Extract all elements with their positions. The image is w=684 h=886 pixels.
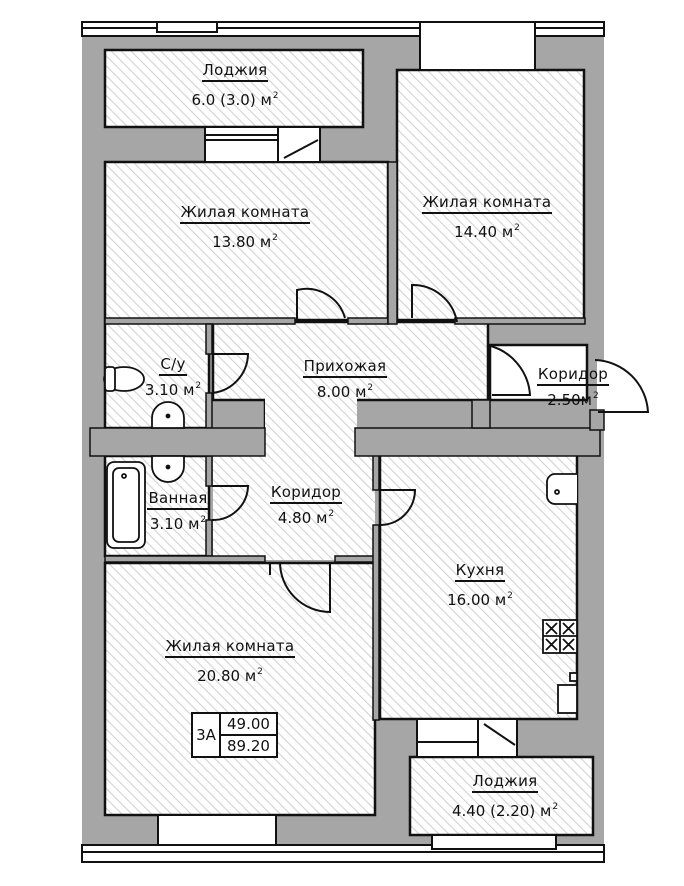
floor-kitchen <box>378 453 579 721</box>
apartment-code: 3A <box>193 714 221 756</box>
room-name: С/у <box>159 356 187 376</box>
door-living-room-1 <box>296 287 346 322</box>
room-area: 3.10 м2 <box>144 381 202 399</box>
sink-bath-icon <box>151 455 185 483</box>
toilet-icon <box>103 366 145 392</box>
room-label-kitchen: Кухня 16.00 м2 <box>425 560 535 609</box>
room-area: 14.40 м2 <box>454 223 520 241</box>
room-name: Жилая комната <box>164 638 296 658</box>
room-name: Лоджия <box>201 62 269 82</box>
floor-living-room-2 <box>395 68 586 322</box>
room-name: Коридор <box>269 484 343 504</box>
room-area: 3.10 м2 <box>149 515 207 533</box>
door-corridor-entry <box>486 344 532 396</box>
room-area: 20.80 м2 <box>197 667 263 685</box>
doors <box>211 283 650 614</box>
bathtub-icon <box>106 461 146 549</box>
room-label-living-room-2: Жилая комната 14.40 м2 <box>402 192 572 241</box>
room-name: Коридор <box>536 366 610 386</box>
apartment-stamp: 3A 49.00 89.20 <box>191 712 278 758</box>
room-area: 2.50м2 <box>547 391 599 409</box>
room-area: 16.00 м2 <box>447 591 513 609</box>
room-area: 6.0 (3.0) м2 <box>191 91 279 109</box>
room-name: Лоджия <box>471 773 539 793</box>
door-bathroom <box>211 485 250 522</box>
floor-loggia-top <box>103 48 365 129</box>
stove-icon <box>542 619 578 654</box>
door-living-room-3 <box>269 561 331 614</box>
room-label-loggia-bottom: Лоджия 4.40 (2.20) м2 <box>430 771 580 820</box>
windows <box>81 21 605 863</box>
room-area: 8.00 м2 <box>316 383 374 401</box>
room-label-corridor: Коридор 4.80 м2 <box>258 482 354 527</box>
room-area: 13.80 м2 <box>212 233 278 251</box>
room-name: Жилая комната <box>421 194 553 214</box>
room-area: 4.40 (2.20) м2 <box>451 802 559 820</box>
sink-wc-icon <box>151 401 185 429</box>
kitchen-sink-icon <box>546 473 577 505</box>
fixtures <box>103 366 578 714</box>
room-label-living-room-3: Жилая комната 20.80 м2 <box>145 636 315 685</box>
partitions <box>89 161 605 721</box>
door-entrance <box>594 359 650 413</box>
room-name: Прихожая <box>302 358 388 378</box>
room-label-hallway: Прихожая 8.00 м2 <box>285 356 405 401</box>
door-wc <box>211 353 250 394</box>
room-area: 4.80 м2 <box>277 509 335 527</box>
room-floors <box>103 48 595 837</box>
room-name: Кухня <box>454 562 506 582</box>
door-kitchen <box>378 489 417 527</box>
room-label-loggia-top: Лоджия 6.0 (3.0) м2 <box>155 60 315 109</box>
total-area-value: 89.20 <box>227 737 270 755</box>
room-label-corridor-entry: Коридор 2.50м2 <box>533 364 613 409</box>
living-area-value: 49.00 <box>221 714 276 736</box>
room-label-living-room-1: Жилая комната 13.80 м2 <box>160 202 330 251</box>
room-label-bathroom: Ванная 3.10 м2 <box>140 488 216 533</box>
floor-corridor <box>213 455 375 560</box>
room-name: Жилая комната <box>179 204 311 224</box>
room-label-wc: С/у 3.10 м2 <box>138 354 208 399</box>
room-name: Ванная <box>147 490 209 510</box>
door-living-room-2 <box>411 283 458 323</box>
floor-living-room-3 <box>103 561 377 817</box>
fridge-icon <box>557 672 578 714</box>
